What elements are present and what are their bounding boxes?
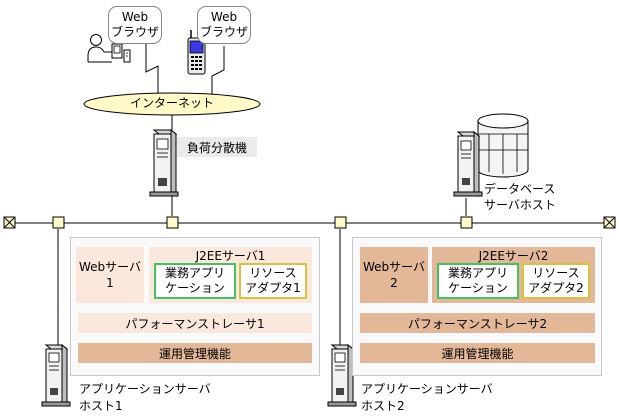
host2-performance-tracer: パフォーマンストレーサ2 (360, 313, 595, 333)
mobile-browser-bubble: Web ブラウザ (197, 6, 251, 44)
host1-j2ee-server-label: J2EEサーバ1 (195, 249, 266, 263)
mobile-browser-label: Web ブラウザ (199, 10, 248, 39)
host2-j2ee-server: J2EEサーバ2 業務アプリ ケーション リソース アダプタ2 (432, 247, 595, 303)
pc-user-icon (87, 34, 131, 63)
host2-server-icon (327, 343, 357, 408)
host1-web-server-label: Webサーバ 1 (78, 260, 142, 290)
host2-business-app-label: 業務アプリ ケーション (447, 266, 508, 295)
pc-browser-bubble: Web ブラウザ (108, 6, 162, 44)
host1-server-icon (41, 343, 71, 408)
host1-business-app: 業務アプリ ケーション (154, 263, 236, 299)
pc-to-internet-line (145, 44, 159, 96)
mobile-phone-icon (187, 30, 206, 75)
host2-ops-management: 運用管理機能 (360, 343, 595, 363)
load-balancer-server-icon (149, 128, 179, 198)
mobile-to-internet-line (211, 46, 225, 96)
network-terminator-right (603, 216, 616, 229)
host1-resource-adapter-label: リソース アダプタ1 (245, 266, 301, 295)
host2-business-app: 業務アプリ ケーション (437, 263, 519, 299)
network-node-host1 (52, 216, 65, 229)
load-balancer-label: 負荷分散機 (186, 140, 247, 155)
host1-resource-adapter: リソース アダプタ1 (239, 263, 307, 299)
host2-j2ee-server-label: J2EEサーバ2 (478, 249, 549, 263)
host2-performance-tracer-label: パフォーマンストレーサ2 (407, 316, 548, 331)
host2-web-server-label: Webサーバ 2 (362, 260, 426, 290)
database-icon (477, 113, 529, 178)
host2-web-server: Webサーバ 2 (360, 247, 428, 303)
network-node-db (460, 216, 473, 229)
db-host-label: データベース サーバホスト (484, 182, 556, 212)
host1-ops-management: 運用管理機能 (78, 343, 312, 363)
host2-resource-adapter-label: リソース アダプタ2 (528, 266, 584, 295)
network-terminator-left (3, 216, 16, 229)
host1-label: アプリケーションサーバ ホスト1 (79, 382, 211, 413)
network-node-host2 (334, 216, 347, 229)
host2-resource-adapter: リソース アダプタ2 (522, 263, 590, 299)
host1-j2ee-server: J2EEサーバ1 業務アプリ ケーション リソース アダプタ1 (149, 247, 312, 303)
internet-label: インターネット (129, 96, 214, 110)
network-node-lb (166, 216, 179, 229)
host1-performance-tracer: パフォーマンストレーサ1 (78, 313, 312, 333)
load-balancer-label-box: 負荷分散機 (177, 137, 257, 157)
database-server-icon (453, 130, 483, 198)
host1-performance-tracer-label: パフォーマンストレーサ1 (125, 316, 265, 331)
pc-browser-label: Web ブラウザ (110, 10, 159, 39)
host2-label: アプリケーションサーバ ホスト2 (361, 382, 493, 413)
host2-ops-management-label: 運用管理機能 (441, 346, 514, 361)
host1-ops-management-label: 運用管理機能 (158, 346, 231, 361)
host1-web-server: Webサーバ 1 (76, 247, 144, 303)
host1-business-app-label: 業務アプリ ケーション (164, 266, 225, 295)
